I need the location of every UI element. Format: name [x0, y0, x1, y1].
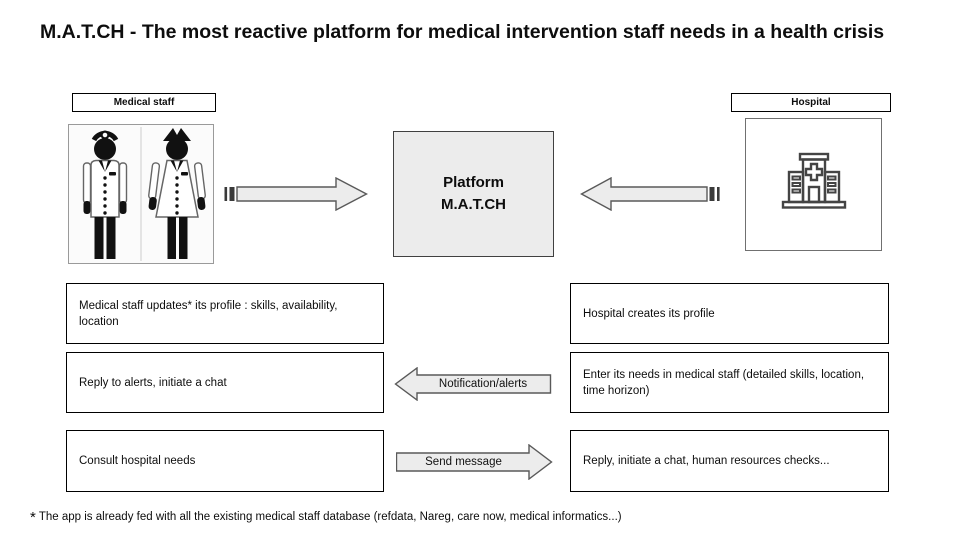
box-text: Medical staff updates* its profile : ski…	[79, 299, 338, 328]
medical-staff-label: Medical staff	[72, 93, 216, 112]
footnote-text: The app is already fed with all the exis…	[38, 511, 622, 523]
box-text: Reply, initiate a chat, human resources …	[583, 455, 830, 467]
right-arrow-icon	[396, 444, 553, 480]
platform-box: Platform M.A.T.CH	[393, 131, 554, 257]
hospital-box-reply-chat: Reply, initiate a chat, human resources …	[570, 430, 889, 492]
box-text: Enter its needs in medical staff (detail…	[583, 368, 865, 397]
send-message-arrow: Send message	[396, 444, 553, 480]
box-text: Hospital creates its profile	[583, 307, 715, 320]
footnote-asterisk: *	[30, 509, 36, 526]
hospital-building-icon	[781, 152, 846, 209]
send-message-label: Send message	[425, 456, 502, 468]
notification-alerts-label: Notification/alerts	[438, 378, 528, 390]
hospital-box-enter-needs: Enter its needs in medical staff (detail…	[570, 352, 889, 413]
staff-to-platform-arrow-icon	[224, 177, 368, 211]
platform-name-line1: Platform	[443, 174, 504, 191]
page-title: M.A.T.CH - The most reactive platform fo…	[40, 21, 885, 43]
hospital-box-create-profile: Hospital creates its profile	[570, 283, 889, 344]
doctor-and-nurse-pictogram-icon	[69, 125, 213, 263]
hospital-box	[745, 118, 882, 251]
footnote: *The app is already fed with all the exi…	[30, 509, 622, 526]
medical-staff-box-reply-alerts: Reply to alerts, initiate a chat	[66, 352, 384, 413]
medical-staff-image	[68, 124, 214, 264]
doctor-pictogram-icon	[82, 130, 128, 259]
hospital-to-platform-arrow-icon	[580, 177, 720, 211]
box-text: Reply to alerts, initiate a chat	[79, 376, 227, 389]
platform-name-line2: M.A.T.CH	[441, 196, 506, 213]
box-text: Consult hospital needs	[79, 455, 196, 467]
medical-staff-box-update-profile: Medical staff updates* its profile : ski…	[66, 283, 384, 344]
medical-staff-box-consult-needs: Consult hospital needs	[66, 430, 384, 492]
notification-alerts-arrow: Notification/alerts	[394, 367, 552, 401]
nurse-pictogram-icon	[148, 128, 206, 259]
hospital-label: Hospital	[731, 93, 891, 112]
left-arrow-icon	[394, 367, 552, 401]
